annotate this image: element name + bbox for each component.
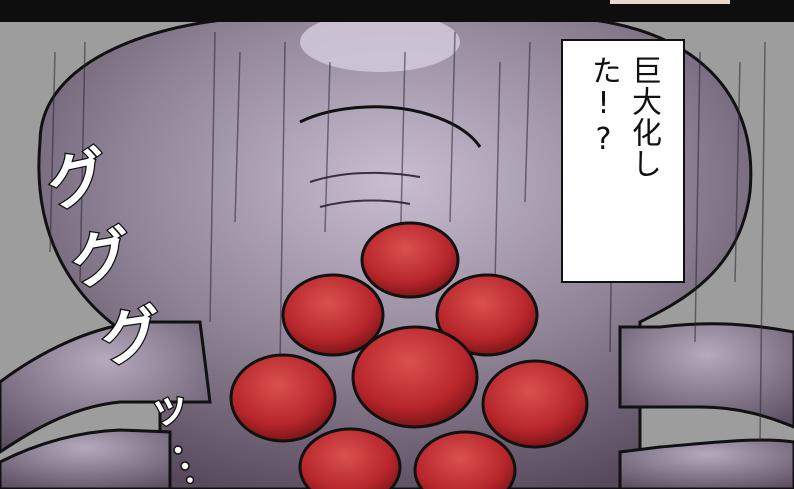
eye-bottom-left [298,427,402,489]
spider-eyes [229,221,589,489]
caption-box: 巨大化した!? [561,39,685,283]
sfx-dots [173,445,195,485]
sfx-char-2: グ [66,219,137,298]
head-ridge [299,105,482,148]
eye-lower-left [229,353,337,443]
sfx-char-3: グ [97,298,166,376]
sound-effect-text: グ グ グ ッ [40,139,194,436]
top-bar-accent [610,0,730,4]
eye-upper-left [281,273,385,357]
eye-center [351,325,479,429]
eye-lower-right [481,359,589,449]
eye-top [360,221,460,299]
eye-bottom-right [413,430,517,489]
eye-upper-right [435,273,539,357]
right-leg [618,322,794,429]
top-black-bar [0,0,794,22]
sfx-char-4: ッ [147,383,193,434]
right-lower-leg [618,438,794,489]
caption-text: 巨大化した!? [586,55,661,179]
left-lower-leg [0,428,172,489]
head-highlight [300,22,460,72]
left-leg [0,320,212,454]
